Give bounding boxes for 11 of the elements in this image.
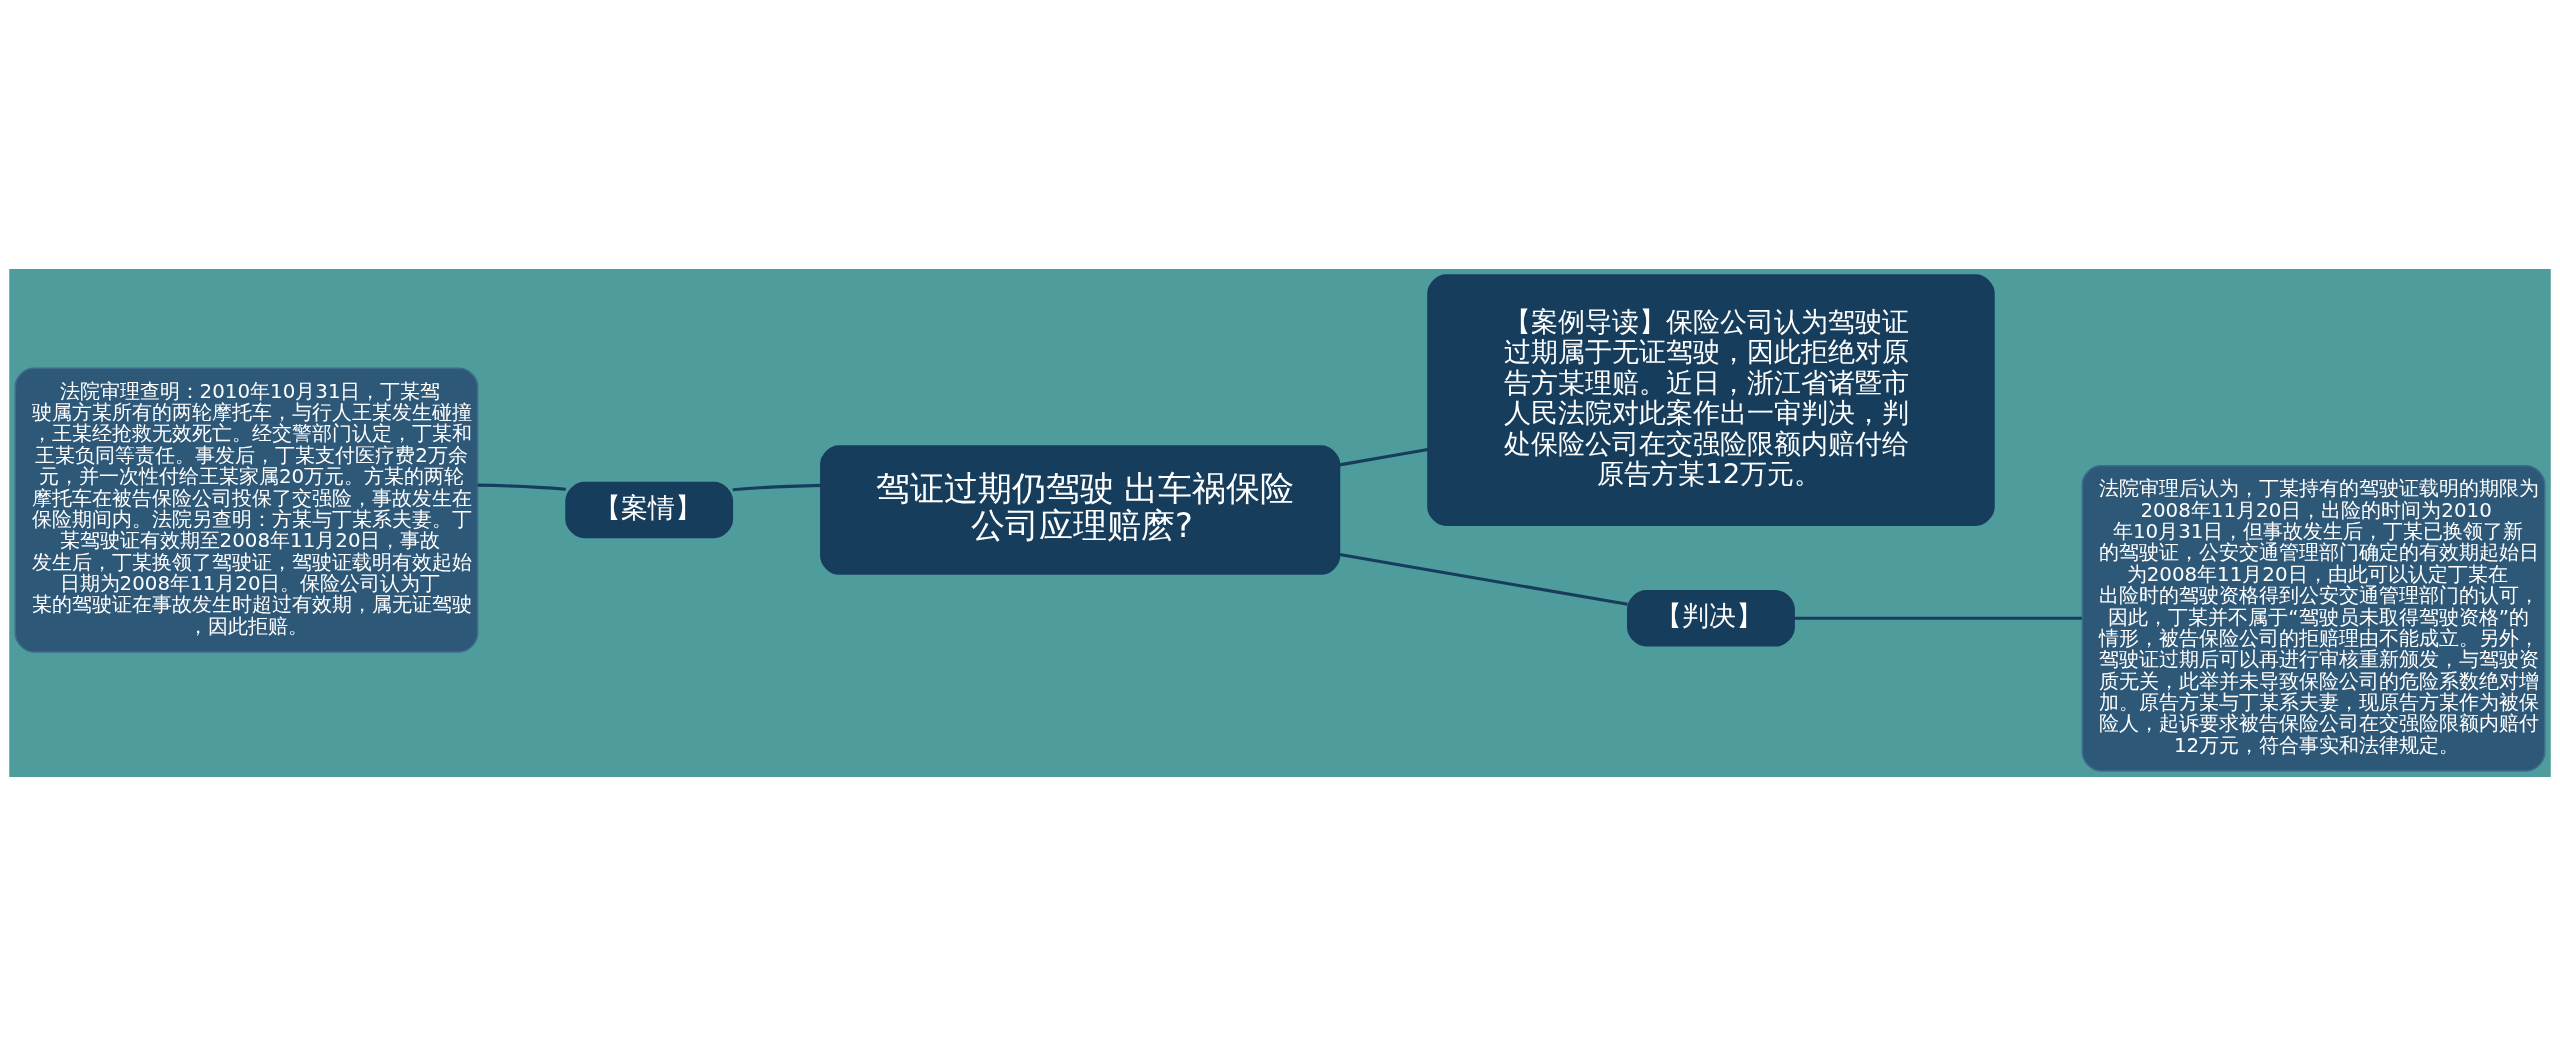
node-box: 【案情】 (565, 481, 734, 538)
node-box: 法院审理查明：2010年10月31日，丁某驾驶属方某所有的两轮摩托车，与行人王某发生碰撞，王某经抢救无效死亡。经交警部门认定，丁某和王某负同等责任。事发后，丁某支付医疗费2万余元，并一次性付给王某家属20万元。方某的两轮摩托车在被告保险公司投保了交强险，事故发生在保险期间内。法院另查明：方某与丁某系夫妻。丁某驾驶证有效期至2008年11月20日，事故发生后，丁某换领了驾驶证，驾驶证载明有效起始日期为2008年11月20日。保险公司认为丁某的驾驶证在事故发生时超过有效期，属无证驾驶，因此拒赔。 (14, 366, 479, 653)
node-box: 驾证过期仍驾驶 出车祸保险公司应理赔麽? (820, 444, 1341, 575)
connector (1339, 447, 1429, 466)
node-box: 【案例导读】保险公司认为驾驶证过期属于无证驾驶，因此拒绝对原告方某理赔。近日，浙江省诸暨市人民法院对此案作出一审判决，判处保险公司在交强险限额内赔付给原告方某12万元。 (1427, 273, 1995, 526)
connector (732, 483, 821, 491)
connector (1339, 552, 1628, 606)
node-box: 【判决】 (1627, 589, 1795, 647)
node-box: 法院审理后认为，丁某持有的驾驶证载明的期限为2008年11月20日，出险的时间为2010年10月31日，但事故发生后，丁某已换领了新的驾驶证，公安交通管理部门确定的有效期起始日为2008年11月20日，由此可以认定丁某在出险时的驾驶资格得到公安交通管理部门的认可，因此，丁某并不属于“驾驶员未取得驾驶资格”的情形，被告保险公司的拒赔理由不能成立。另外，驾驶证过期后可以再进行审核重新颁发，与驾驶资质无关，此举并未导致保险公司的危险系数绝对增加。原告方某与丁某系夫妻，现原告方某作为被保险人，起诉要求被告保险公司在交强险限额内赔付12万元，符合事实和法律规定。 (2081, 464, 2546, 772)
connector (1794, 616, 2082, 620)
connector (477, 483, 566, 491)
